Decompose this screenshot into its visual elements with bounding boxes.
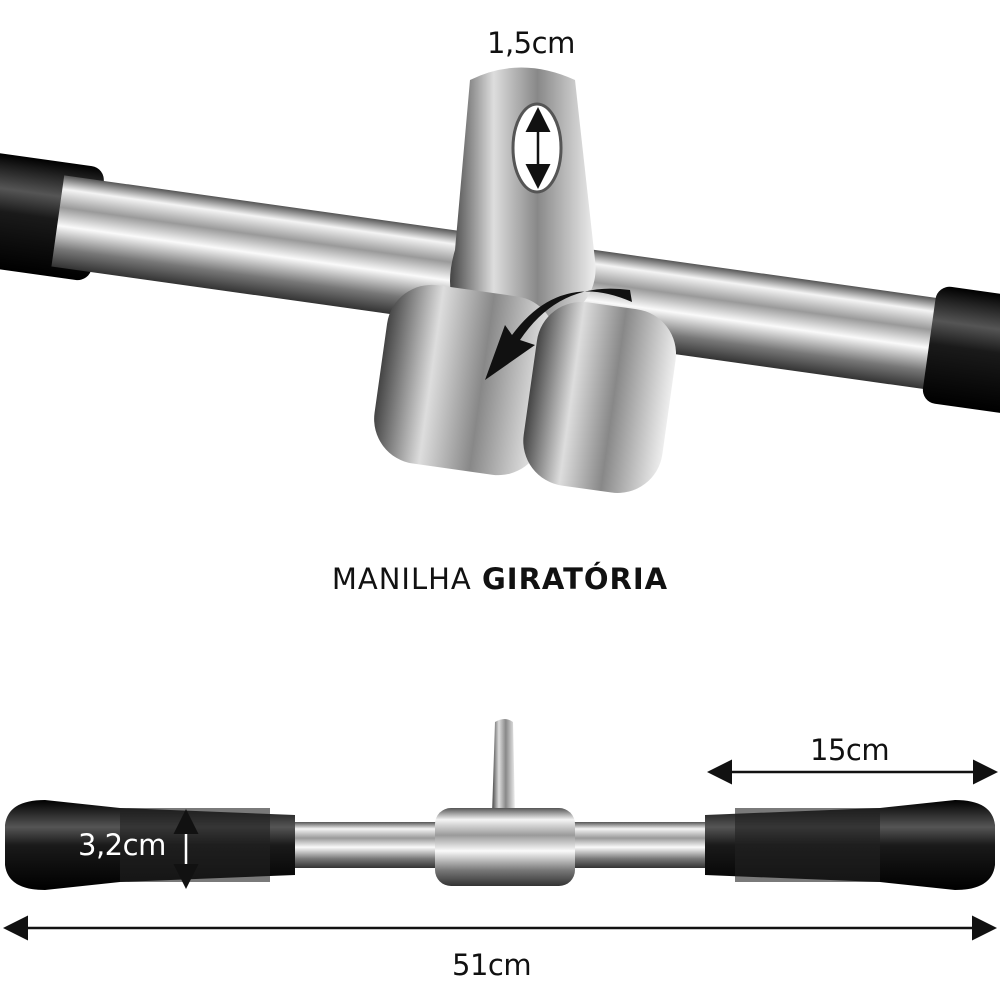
swivel-collar <box>435 808 575 886</box>
closeup-bar <box>0 67 1000 493</box>
total-length-label: 51cm <box>452 948 532 982</box>
rotation-arrow-icon <box>485 288 632 380</box>
eye-plate <box>492 719 515 815</box>
right-grip-knurling <box>735 808 880 882</box>
eye-hole-dimension-label: 1,5cm <box>487 26 575 60</box>
grip-length-label: 15cm <box>810 733 890 767</box>
caption: MANILHA GIRATÓRIA <box>0 562 1000 596</box>
caption-regular: MANILHA <box>331 562 472 596</box>
swivel-collar-left <box>374 284 556 476</box>
right-grip-closeup <box>922 286 1000 423</box>
swivel-collar-right <box>523 301 677 493</box>
grip-diameter-label: 3,2cm <box>78 828 166 862</box>
caption-bold: GIRATÓRIA <box>482 562 669 596</box>
full-bar <box>3 719 998 941</box>
